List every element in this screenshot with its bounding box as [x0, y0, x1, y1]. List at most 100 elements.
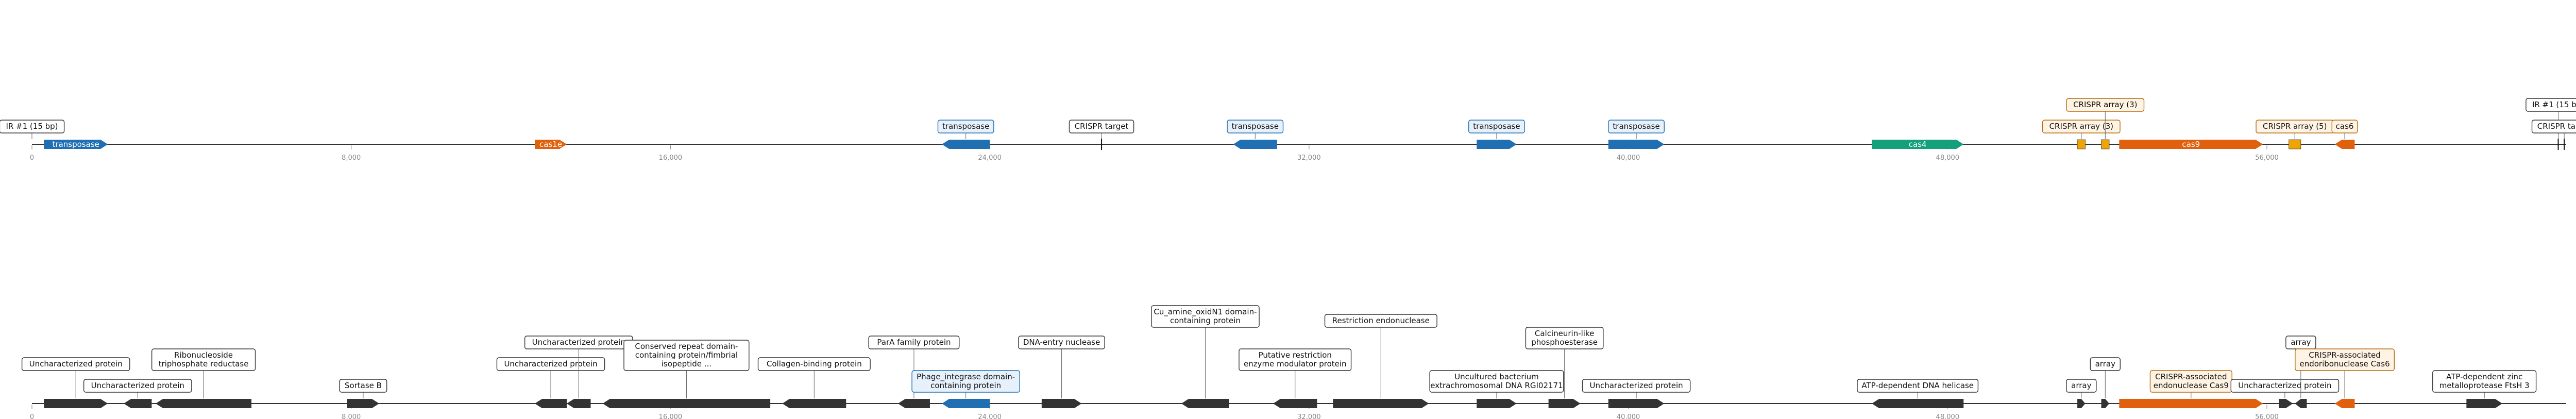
- feature-label-box: [2066, 98, 2145, 112]
- feature-label: ParA family protein: [877, 338, 951, 347]
- gene-arrow: [1872, 140, 1964, 149]
- feature-label-box: [2526, 98, 2576, 112]
- gene-arrow: [2077, 399, 2086, 408]
- gene-arrow: [2119, 399, 2263, 408]
- gene-arrow: [942, 140, 990, 149]
- feature-label: containing protein: [930, 381, 1001, 390]
- feature-label-box: [2531, 120, 2576, 133]
- feature-label: Uncharacterized protein: [1589, 381, 1683, 390]
- feature-label-box: [1324, 314, 1437, 328]
- feature-label: IR #1 (15 bp): [2532, 100, 2576, 109]
- feature-label-box: [1429, 370, 1564, 393]
- feature-label: Uncharacterized protein: [91, 381, 184, 390]
- gene-arrow: [1477, 399, 1517, 408]
- gene-arrow: [347, 399, 379, 408]
- label-layer: IR #1 (15 bp) transposase CRISPR target tra…: [0, 98, 2576, 139]
- tick-label: 40,000: [1617, 154, 1640, 162]
- gene-arrow: [156, 399, 252, 408]
- tick-label: 56,000: [2255, 154, 2279, 162]
- feature-label: metalloprotease FtsH 3: [2439, 381, 2530, 390]
- feature-label-box: [1069, 120, 1134, 133]
- feature-label: Uncharacterized protein: [29, 359, 123, 368]
- gene-label: cas4: [1909, 140, 1927, 149]
- gene-arrow: [2295, 399, 2307, 408]
- feature-label: enzyme modulator protein: [1244, 359, 1347, 368]
- feature-label: CRISPR target: [2537, 122, 2576, 131]
- tick-label: 8,000: [342, 154, 361, 162]
- feature-label: cas6: [2336, 122, 2354, 131]
- feature-label: CRISPR array (3): [2049, 122, 2113, 131]
- gene-arrow: [535, 399, 567, 408]
- gene-arrow: [1477, 140, 1517, 149]
- feature-label-box: [2295, 348, 2395, 371]
- gene-arrow: [44, 140, 108, 149]
- gene-arrow: [1273, 399, 1317, 408]
- feature-label-box: [2331, 120, 2358, 133]
- gene-arrow: [1233, 140, 1277, 149]
- feature-label: CRISPR-associated: [2309, 350, 2380, 360]
- gene-arrow: [1181, 399, 1229, 408]
- gene-arrow: [602, 399, 771, 408]
- tick-label: 16,000: [659, 154, 683, 162]
- feature-label: isopeptide ...: [662, 359, 711, 368]
- tick-label: 48,000: [1936, 154, 1960, 162]
- feature-label: endonuclease Cas9: [2154, 381, 2229, 390]
- feature-label-box: [1227, 120, 1284, 133]
- feature-label-box: [21, 357, 130, 371]
- feature-label-box: [1857, 379, 1979, 393]
- gene-arrow: [2101, 399, 2110, 408]
- feature-label-box: [1582, 379, 1691, 393]
- feature-label-box: [2066, 379, 2097, 393]
- feature-label: extrachromosomal DNA RGI02171: [1430, 381, 1563, 390]
- gene-arrow: [44, 399, 108, 408]
- feature-label: Uncharacterized protein: [2238, 381, 2331, 390]
- gene-arrow: [897, 399, 930, 408]
- feature-label-box: [2432, 370, 2537, 393]
- gene-arrow: [1548, 399, 1581, 408]
- feature-label: Ribonucleoside: [174, 350, 233, 360]
- feature-label-box: [868, 336, 960, 349]
- feature-label: DNA-entry nuclease: [1023, 338, 1100, 347]
- gene-arrow: [2119, 140, 2263, 149]
- gene-label: transposase: [53, 140, 99, 149]
- feature-label-box: [1525, 327, 1604, 349]
- gene-arrow: [1041, 399, 1082, 408]
- feature-label: Uncharacterized protein: [504, 359, 597, 368]
- gene-label: cas9: [2182, 140, 2200, 149]
- gene-arrow: [1333, 399, 1429, 408]
- feature-label-box: [757, 357, 871, 371]
- gene-arrow: [124, 399, 152, 408]
- feature-label: Phage_integrase domain-: [917, 372, 1015, 382]
- gene-arrow: [942, 399, 990, 408]
- feature-label: Collagen-binding protein: [767, 359, 862, 368]
- feature-label-box: [1018, 336, 1105, 349]
- feature-label-box: [339, 379, 387, 393]
- feature-label-box: [623, 340, 750, 371]
- feature-label: CRISPR array (5): [2263, 122, 2327, 131]
- feature-label: transposase: [1473, 122, 1520, 131]
- gene-arrow: [2334, 140, 2355, 149]
- tick-label: 16,000: [659, 413, 683, 419]
- feature-label: triphosphate reductase: [159, 359, 249, 368]
- feature-label: transposase: [942, 122, 989, 131]
- feature-label-box: [1468, 120, 1525, 133]
- feature-label: Uncharacterized protein: [532, 338, 625, 347]
- feature-label: Uncultured bacterium: [1454, 372, 1539, 381]
- tick-label: 0: [30, 413, 34, 419]
- feature-label-box: [1608, 120, 1665, 133]
- gene-arrow: [782, 399, 846, 408]
- feature-label-box: [151, 348, 256, 371]
- feature-label: Sortase B: [345, 381, 382, 390]
- crispr-array-box: [2289, 139, 2301, 149]
- feature-label-box: [2042, 120, 2121, 133]
- feature-label-box: [83, 379, 192, 393]
- feature-label-box: [0, 120, 65, 133]
- feature-label-box: [1239, 348, 1352, 371]
- feature-label: transposase: [1232, 122, 1279, 131]
- tick-label: 40,000: [1617, 413, 1640, 419]
- feature-label: array: [2291, 338, 2311, 347]
- feature-label-box: [911, 370, 1020, 393]
